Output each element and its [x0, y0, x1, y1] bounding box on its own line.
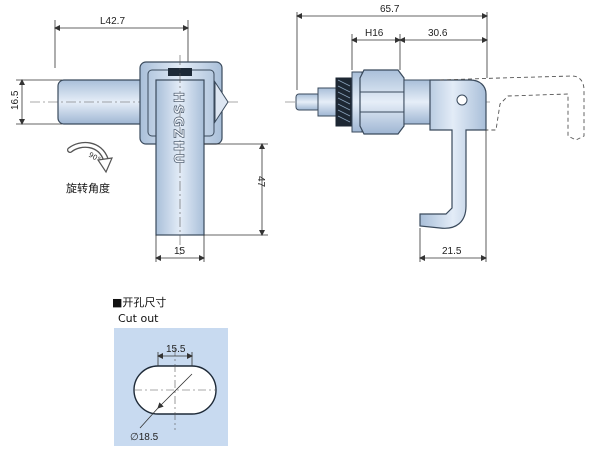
side-view: L42.7 16.5 HSGZHU 47 15 [10, 16, 268, 262]
dim-hook-label: 21.5 [442, 246, 462, 257]
shaft-pin [295, 93, 321, 111]
dim-diameter-label: ∅18.5 [130, 432, 159, 443]
dim-total-label: 65.7 [380, 4, 400, 15]
body-block [403, 79, 431, 125]
cutout-hole [133, 365, 217, 415]
dim-length-label: L42.7 [100, 16, 125, 27]
cutout-title-cn: ■开孔尺寸 [112, 295, 166, 309]
dim-offset-label: 30.6 [428, 28, 448, 39]
brand-logo: HSGZHU [170, 92, 185, 166]
nut-tip [214, 80, 229, 124]
dim-body-length-label: 47 [255, 176, 266, 188]
dim-flat-label: 15.5 [166, 344, 186, 355]
cutout-title-en: Cut out [118, 312, 159, 325]
diameter-leader [157, 373, 193, 409]
rotation-caption: 旋转角度 [66, 181, 110, 195]
shaft-collar [317, 87, 337, 117]
diameter-leader-tail [139, 407, 159, 429]
thread-lines [337, 79, 351, 123]
dim-body-width-label: 15 [174, 246, 186, 257]
hex-nut [359, 69, 405, 135]
cam-hook [419, 79, 487, 229]
dim-height-label: 16.5 [10, 90, 21, 110]
dim-thread-label: H16 [365, 28, 384, 39]
rotation-arrow-icon: 90° [67, 141, 113, 174]
cutout-section: ■开孔尺寸 Cut out 15.5 ∅18.5 [112, 295, 228, 446]
rotated-position-outline [439, 75, 585, 141]
hook-hole [456, 94, 468, 106]
screw-head [168, 68, 192, 76]
front-view: 65.7 H16 30.6 [285, 4, 585, 262]
